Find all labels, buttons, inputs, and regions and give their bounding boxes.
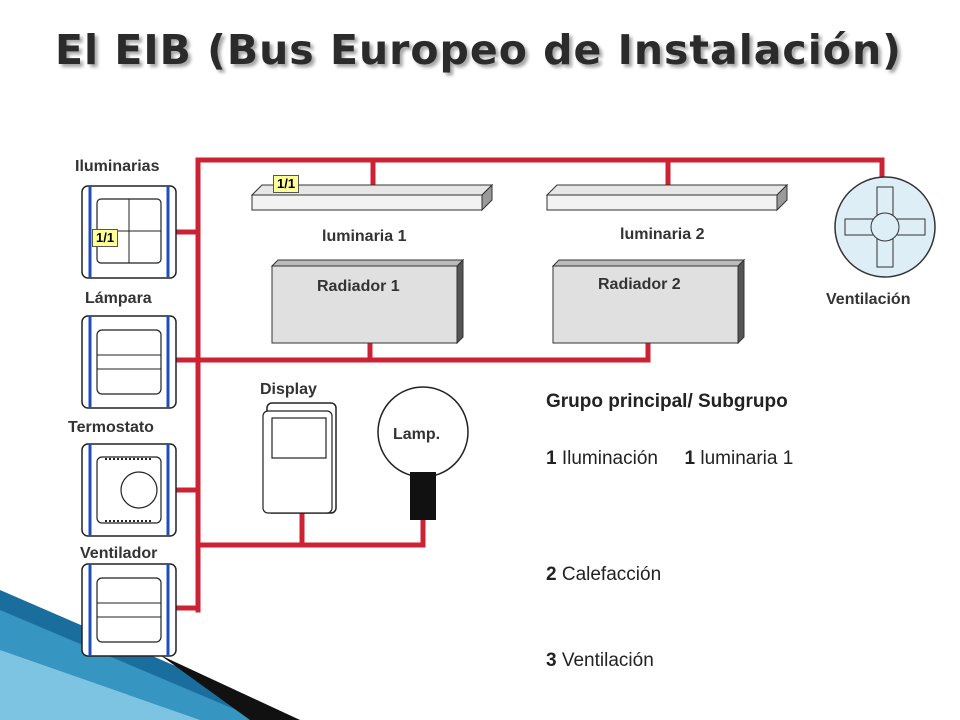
legend-group-number: 1 (546, 448, 557, 469)
bus-lines (175, 157, 885, 613)
legend-group-number: 3 (546, 650, 557, 671)
radiador-2-box (551, 258, 746, 345)
radiador-2-label: Radiador 2 (598, 276, 681, 293)
switch-ventilador (81, 563, 177, 657)
group-address-tag: 1/1 (273, 175, 300, 193)
switch-termostato (81, 443, 177, 537)
luminaria-2-label: luminaria 2 (620, 226, 705, 243)
legend-row-2: 2 Calefacción (546, 564, 661, 586)
radiador-1-box (270, 258, 465, 345)
group-address-tag: 1/1 (92, 229, 119, 247)
lamp-label: Lamp. (393, 426, 441, 443)
legend-subgroup-number: 1 (684, 448, 696, 469)
legend-subgroup-name: luminaria 1 (695, 448, 794, 469)
slide-title: El EIB (Bus Europeo de Instalación) (55, 26, 902, 74)
luminaria-2-fixture (545, 183, 789, 212)
ventilacion-label: Ventilación (826, 291, 911, 308)
switch-lampara (81, 315, 177, 409)
display-device (262, 402, 337, 514)
switch-label-lampara: Lámpara (85, 290, 152, 307)
legend-group-name: Iluminación (556, 448, 658, 469)
switch-label-ventilador: Ventilador (80, 545, 158, 562)
legend-group-number: 2 (546, 564, 557, 585)
luminaria-1-label: luminaria 1 (322, 228, 407, 245)
legend-group-name: Ventilación (556, 650, 654, 671)
switch-label-termostato: Termostato (68, 419, 154, 436)
lamp-bulb-icon (377, 386, 469, 520)
legend-row-3: 3 Ventilación (546, 650, 654, 672)
luminaria-1-fixture (250, 183, 494, 212)
legend-row-1: 1 Iluminación 1 luminaria 1 (546, 448, 793, 470)
legend-header: Grupo principal/ Subgrupo (546, 391, 788, 412)
switch-label-iluminarias: Iluminarias (75, 158, 160, 175)
fan-icon (834, 176, 936, 278)
radiador-1-label: Radiador 1 (317, 278, 400, 295)
display-label: Display (260, 381, 317, 398)
legend-group-name: Calefacción (556, 564, 662, 585)
